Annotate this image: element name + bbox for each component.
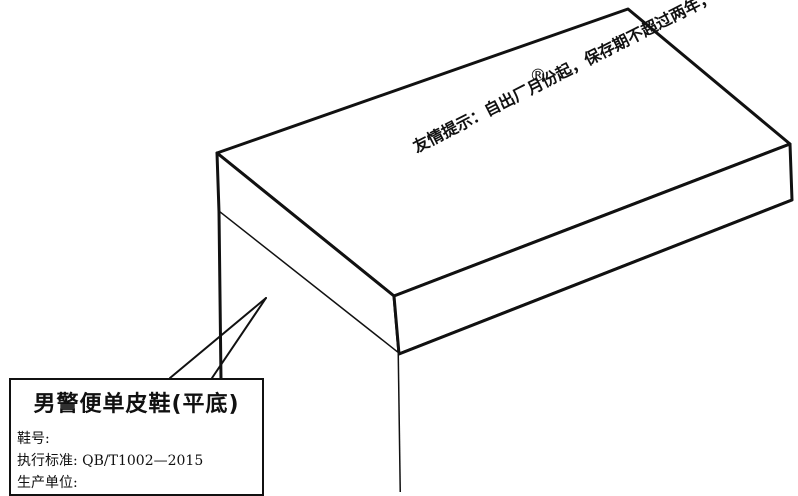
label-shoe-number: 鞋号: [17,431,50,447]
base-front-face [219,212,401,492]
label-manufacturer: 生产单位: [17,475,78,491]
registered-trademark-icon: ® [529,66,547,86]
label-title: 男警便单皮鞋(平底) [33,392,240,417]
base-right-top-edge [397,198,794,356]
base-left-edge [217,210,223,382]
base-right-face [399,200,798,492]
leader-line-1 [169,297,267,379]
product-label: 男警便单皮鞋(平底) 鞋号: 执行标准: QB/T1002—2015 生产单位: [9,378,264,496]
label-standard: 执行标准: QB/T1002—2015 [17,453,204,469]
leader-line-2 [211,297,267,379]
